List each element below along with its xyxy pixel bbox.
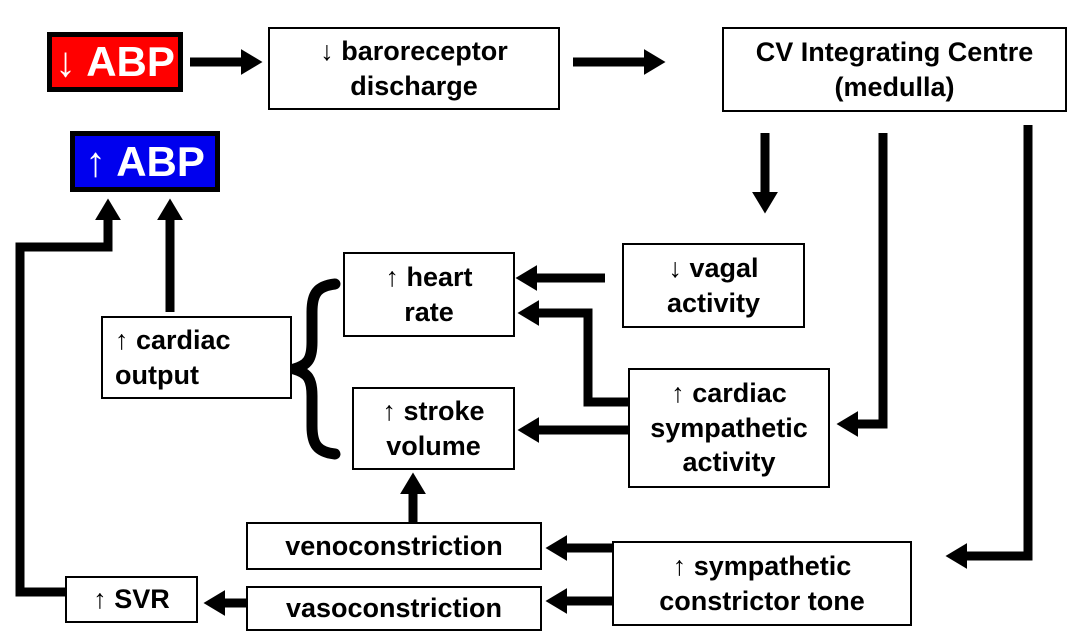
node-svr: ↑ SVR	[65, 576, 198, 623]
node-heart-rate: ↑ heart rate	[343, 252, 515, 337]
arrow-cardiac-sympathetic-to-heartrate	[517, 300, 628, 407]
node-abp-increase: ↑ ABP	[70, 131, 220, 192]
curly-brace	[274, 278, 341, 460]
node-vasoconstriction: vasoconstriction	[246, 586, 542, 631]
arrow-cvcentre-to-cardiac-sympathetic	[836, 133, 888, 437]
node-cardiac-sympathetic-activity: ↑ cardiac sympathetic activity	[628, 368, 830, 488]
node-cv-integrating-centre: CV Integrating Centre (medulla)	[722, 27, 1067, 112]
arrow-cvcentre-to-sympathetic-tone	[945, 125, 1033, 569]
node-venoconstriction: venoconstriction	[246, 522, 542, 570]
node-abp-decrease: ↓ ABP	[47, 32, 183, 92]
node-sympathetic-constrictor-tone: ↑ sympathetic constrictor tone	[612, 541, 912, 626]
arrow-svr-to-abpup	[15, 198, 121, 597]
node-stroke-volume: ↑ stroke volume	[352, 387, 515, 470]
node-cardiac-output: ↑ cardiac output	[101, 316, 292, 399]
node-vagal-activity: ↓ vagal activity	[622, 243, 805, 328]
node-baroreceptor-discharge: ↓ baroreceptor discharge	[268, 27, 560, 110]
